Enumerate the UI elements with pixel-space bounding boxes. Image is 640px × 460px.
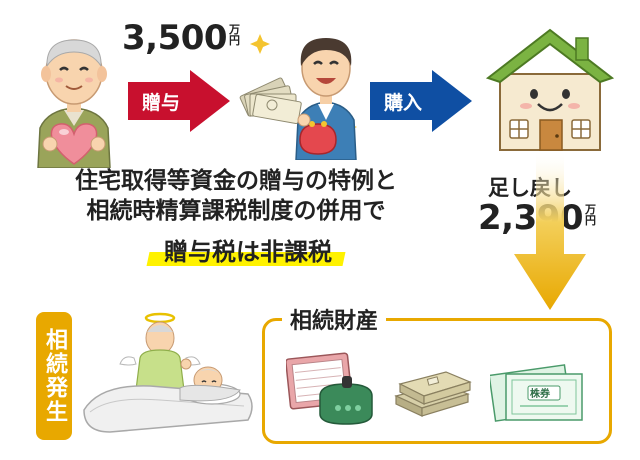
main-text-line2: 相続時精算課税制度の併用で — [86, 198, 386, 224]
stock-certificate-icon — [490, 364, 583, 422]
house-illustration — [486, 28, 614, 151]
passbook-and-purse-icon — [286, 352, 373, 425]
refund-down-arrow — [514, 150, 586, 310]
main-text-line1: 住宅取得等資金の贈与の特例と — [75, 168, 397, 194]
purchase-arrow — [370, 70, 472, 132]
refund-amount-unit: 万円 — [585, 203, 596, 227]
refund-amount-value: 2,390 — [478, 198, 584, 238]
inherited-property-title: 相続財産 — [282, 303, 387, 335]
purchase-arrow-label: 購入 — [384, 92, 423, 114]
main-explanation: 住宅取得等資金の贈与の特例と 相続時精算課税制度の併用で — [16, 166, 456, 226]
inheritance-occurs-label: 相続発生 — [42, 328, 67, 424]
gift-amount-value: 3,500 — [122, 18, 228, 58]
gift-arrow — [128, 70, 230, 132]
gift-arrow-label: 贈与 — [142, 92, 181, 114]
bed-with-spirit-illustration — [83, 312, 253, 433]
inheritance-occurs-badge: 相続発生 — [36, 312, 72, 440]
grandfather-illustration — [37, 39, 111, 168]
tax-exempt-text: 贈与税は非課税 — [164, 238, 332, 266]
stacked-bills-icon — [394, 371, 472, 417]
gift-amount-unit: 万円 — [229, 23, 240, 47]
son-with-money-illustration — [239, 34, 357, 160]
stock-certificate-label: 株券 — [530, 389, 550, 400]
